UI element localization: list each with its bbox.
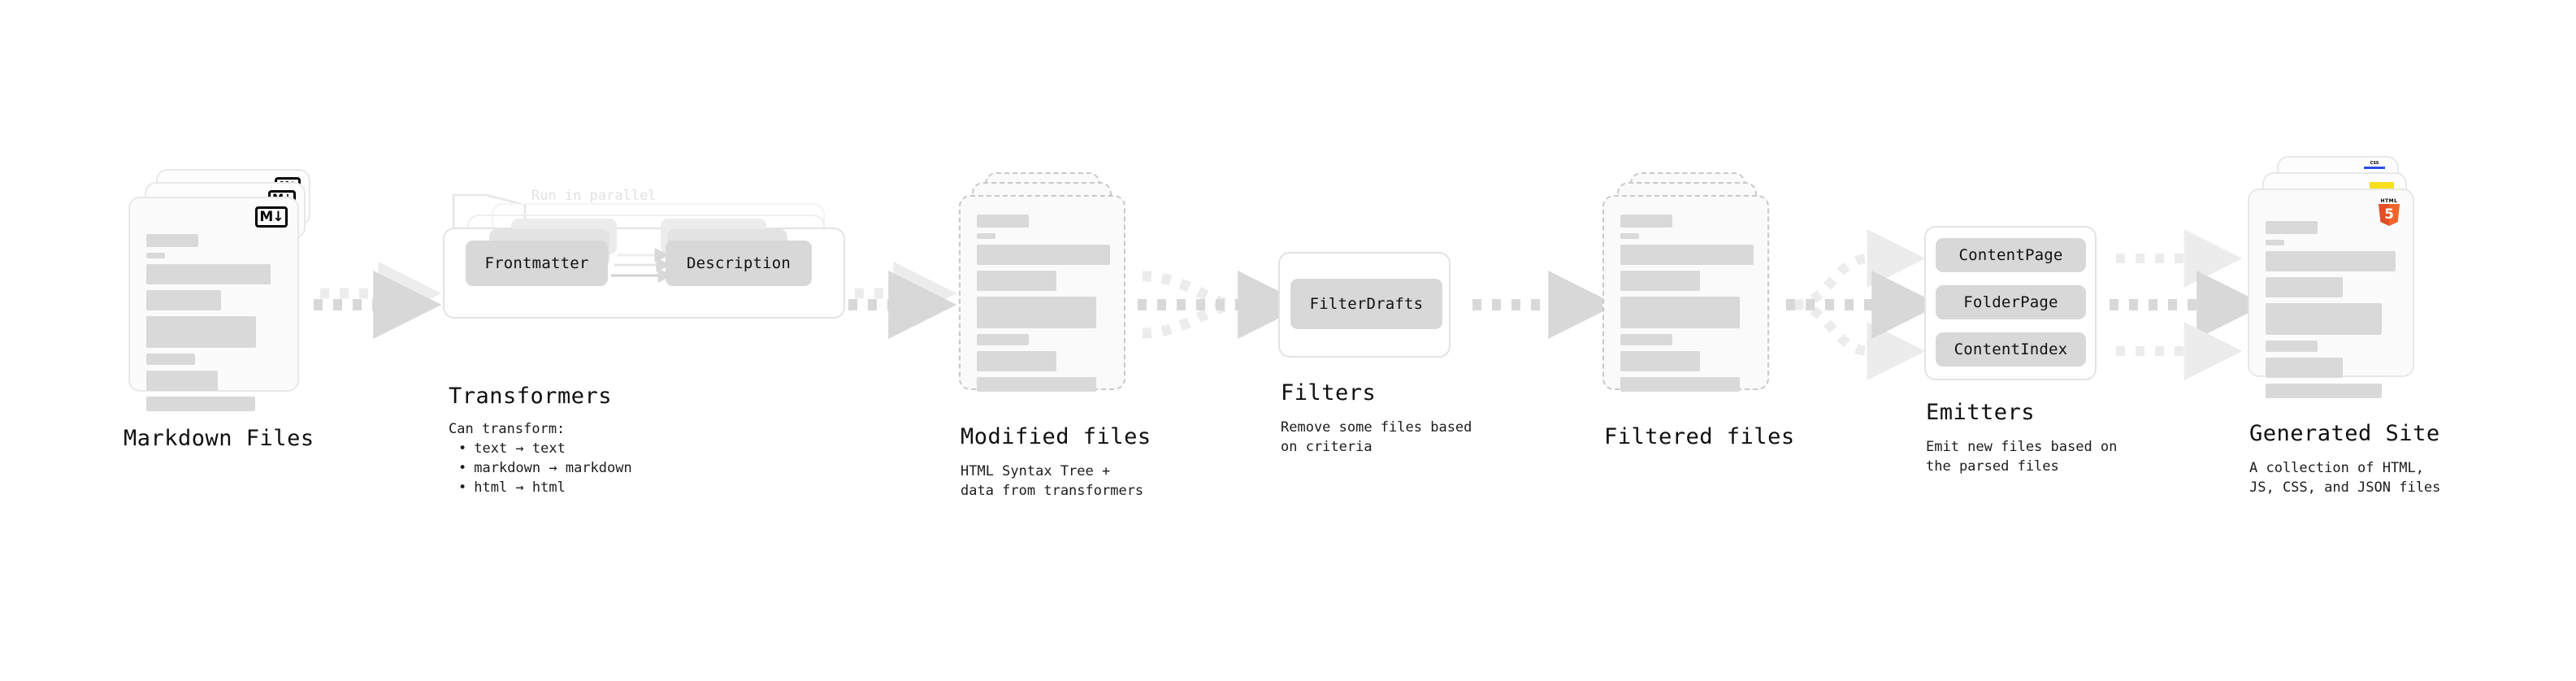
css-badge-label: CSS: [2370, 161, 2379, 166]
page-title-markdown-files: Markdown Files: [124, 426, 314, 451]
skeleton-bar: [2266, 384, 2382, 398]
generated-skeleton: [2266, 221, 2396, 404]
page-title-filters: Filters: [1281, 380, 1377, 406]
filter-chip-filterdrafts[interactable]: FilterDrafts: [1290, 279, 1442, 329]
skeleton-bar: [977, 377, 1096, 392]
arrow-filtered-to-emitters: [1786, 229, 1941, 380]
skeleton-bar: [977, 245, 1110, 265]
skeleton-bar: [1620, 377, 1740, 392]
skeleton-bar: [146, 371, 218, 391]
run-in-parallel-label: Run in parallel: [531, 188, 657, 204]
html5-badge-label: HTML: [2380, 198, 2398, 204]
skeleton-bar: [977, 334, 1029, 345]
emitter-chip-contentindex[interactable]: ContentIndex: [1936, 332, 2086, 367]
filtered-card-front: [1602, 195, 1769, 392]
stage-transformers: Frontmatter Description: [443, 203, 857, 341]
skeleton-bar: [146, 316, 256, 348]
emitter-chip-folderpage[interactable]: FolderPage: [1936, 285, 2086, 319]
skeleton-bar: [1620, 271, 1700, 291]
generated-card-front: HTML 5: [2248, 189, 2414, 398]
transformers-bullet: text → text: [458, 439, 632, 458]
skeleton-bar: [146, 234, 198, 247]
page-title-emitters: Emitters: [1926, 400, 2036, 425]
skeleton-bar: [2266, 340, 2318, 352]
filters-description: Remove some files based on criteria: [1281, 419, 1472, 455]
skeleton-bar: [1620, 334, 1672, 345]
modified-skeleton: [977, 215, 1110, 397]
transformers-lead: Can transform:: [449, 421, 566, 437]
transformers-bullet-list: text → text markdown → markdown html → h…: [449, 439, 632, 497]
transformer-chip-frontmatter[interactable]: Frontmatter: [466, 241, 608, 286]
html5-badge: HTML 5: [2377, 198, 2401, 226]
transformer-chip-description[interactable]: Description: [666, 241, 812, 286]
skeleton-bar: [1620, 297, 1740, 328]
skeleton-bar: [2266, 358, 2343, 378]
html5-shield-icon: 5: [2379, 204, 2400, 226]
skeleton-bar: [146, 290, 221, 310]
skeleton-bar: [2266, 251, 2396, 271]
skeleton-bar: [1620, 245, 1754, 265]
skeleton-bar: [2266, 303, 2382, 335]
skeleton-bar: [2266, 221, 2318, 234]
transformers-bullet: markdown → markdown: [458, 458, 631, 478]
modified-card-front: [959, 195, 1125, 392]
skeleton-bar: [1620, 233, 1639, 239]
page-title-filtered-files: Filtered files: [1604, 424, 1795, 449]
page-title-modified-files: Modified files: [961, 424, 1151, 449]
page-title-transformers: Transformers: [449, 384, 613, 409]
css-badge-rule: [2364, 167, 2385, 169]
emitters-description: Emit new files based on the parsed files: [1926, 439, 2118, 475]
emitter-chip-contentpage[interactable]: ContentPage: [1936, 238, 2086, 272]
transformer-inner-arrows: [611, 248, 670, 283]
arrow-markdown-to-transformers: [314, 262, 442, 339]
markdown-badge: M↓: [255, 206, 288, 228]
arrow-emitters-to-site: [2110, 229, 2266, 380]
page-title-generated-site: Generated Site: [2249, 421, 2440, 446]
html5-digit: 5: [2384, 206, 2394, 223]
skeleton-bar: [977, 271, 1056, 291]
skeleton-bar: [977, 297, 1096, 328]
skeleton-bar: [977, 233, 995, 239]
skeleton-bar: [146, 253, 165, 258]
skeleton-bar: [146, 354, 195, 365]
transformers-bullet: html → html: [458, 478, 632, 497]
modified-files-description: HTML Syntax Tree + data from transformer…: [961, 463, 1144, 499]
skeleton-bar: [977, 215, 1029, 228]
skeleton-bar: [146, 397, 255, 411]
markdown-card-front: M↓: [128, 197, 299, 411]
markdown-skeleton: [146, 234, 281, 417]
skeleton-bar: [977, 351, 1056, 371]
skeleton-bar: [2266, 240, 2284, 245]
generated-site-description: A collection of HTML, JS, CSS, and JSON …: [2249, 460, 2441, 496]
filtered-skeleton: [1620, 215, 1754, 397]
skeleton-bar: [1620, 215, 1672, 228]
transformers-description: Can transform: text → text markdown → ma…: [449, 419, 632, 497]
skeleton-bar: [2266, 277, 2343, 297]
skeleton-bar: [1620, 351, 1700, 371]
skeleton-bar: [146, 264, 271, 284]
arrow-modified-to-filters: [1138, 271, 1307, 339]
css-badge: CSS: [2363, 161, 2386, 171]
